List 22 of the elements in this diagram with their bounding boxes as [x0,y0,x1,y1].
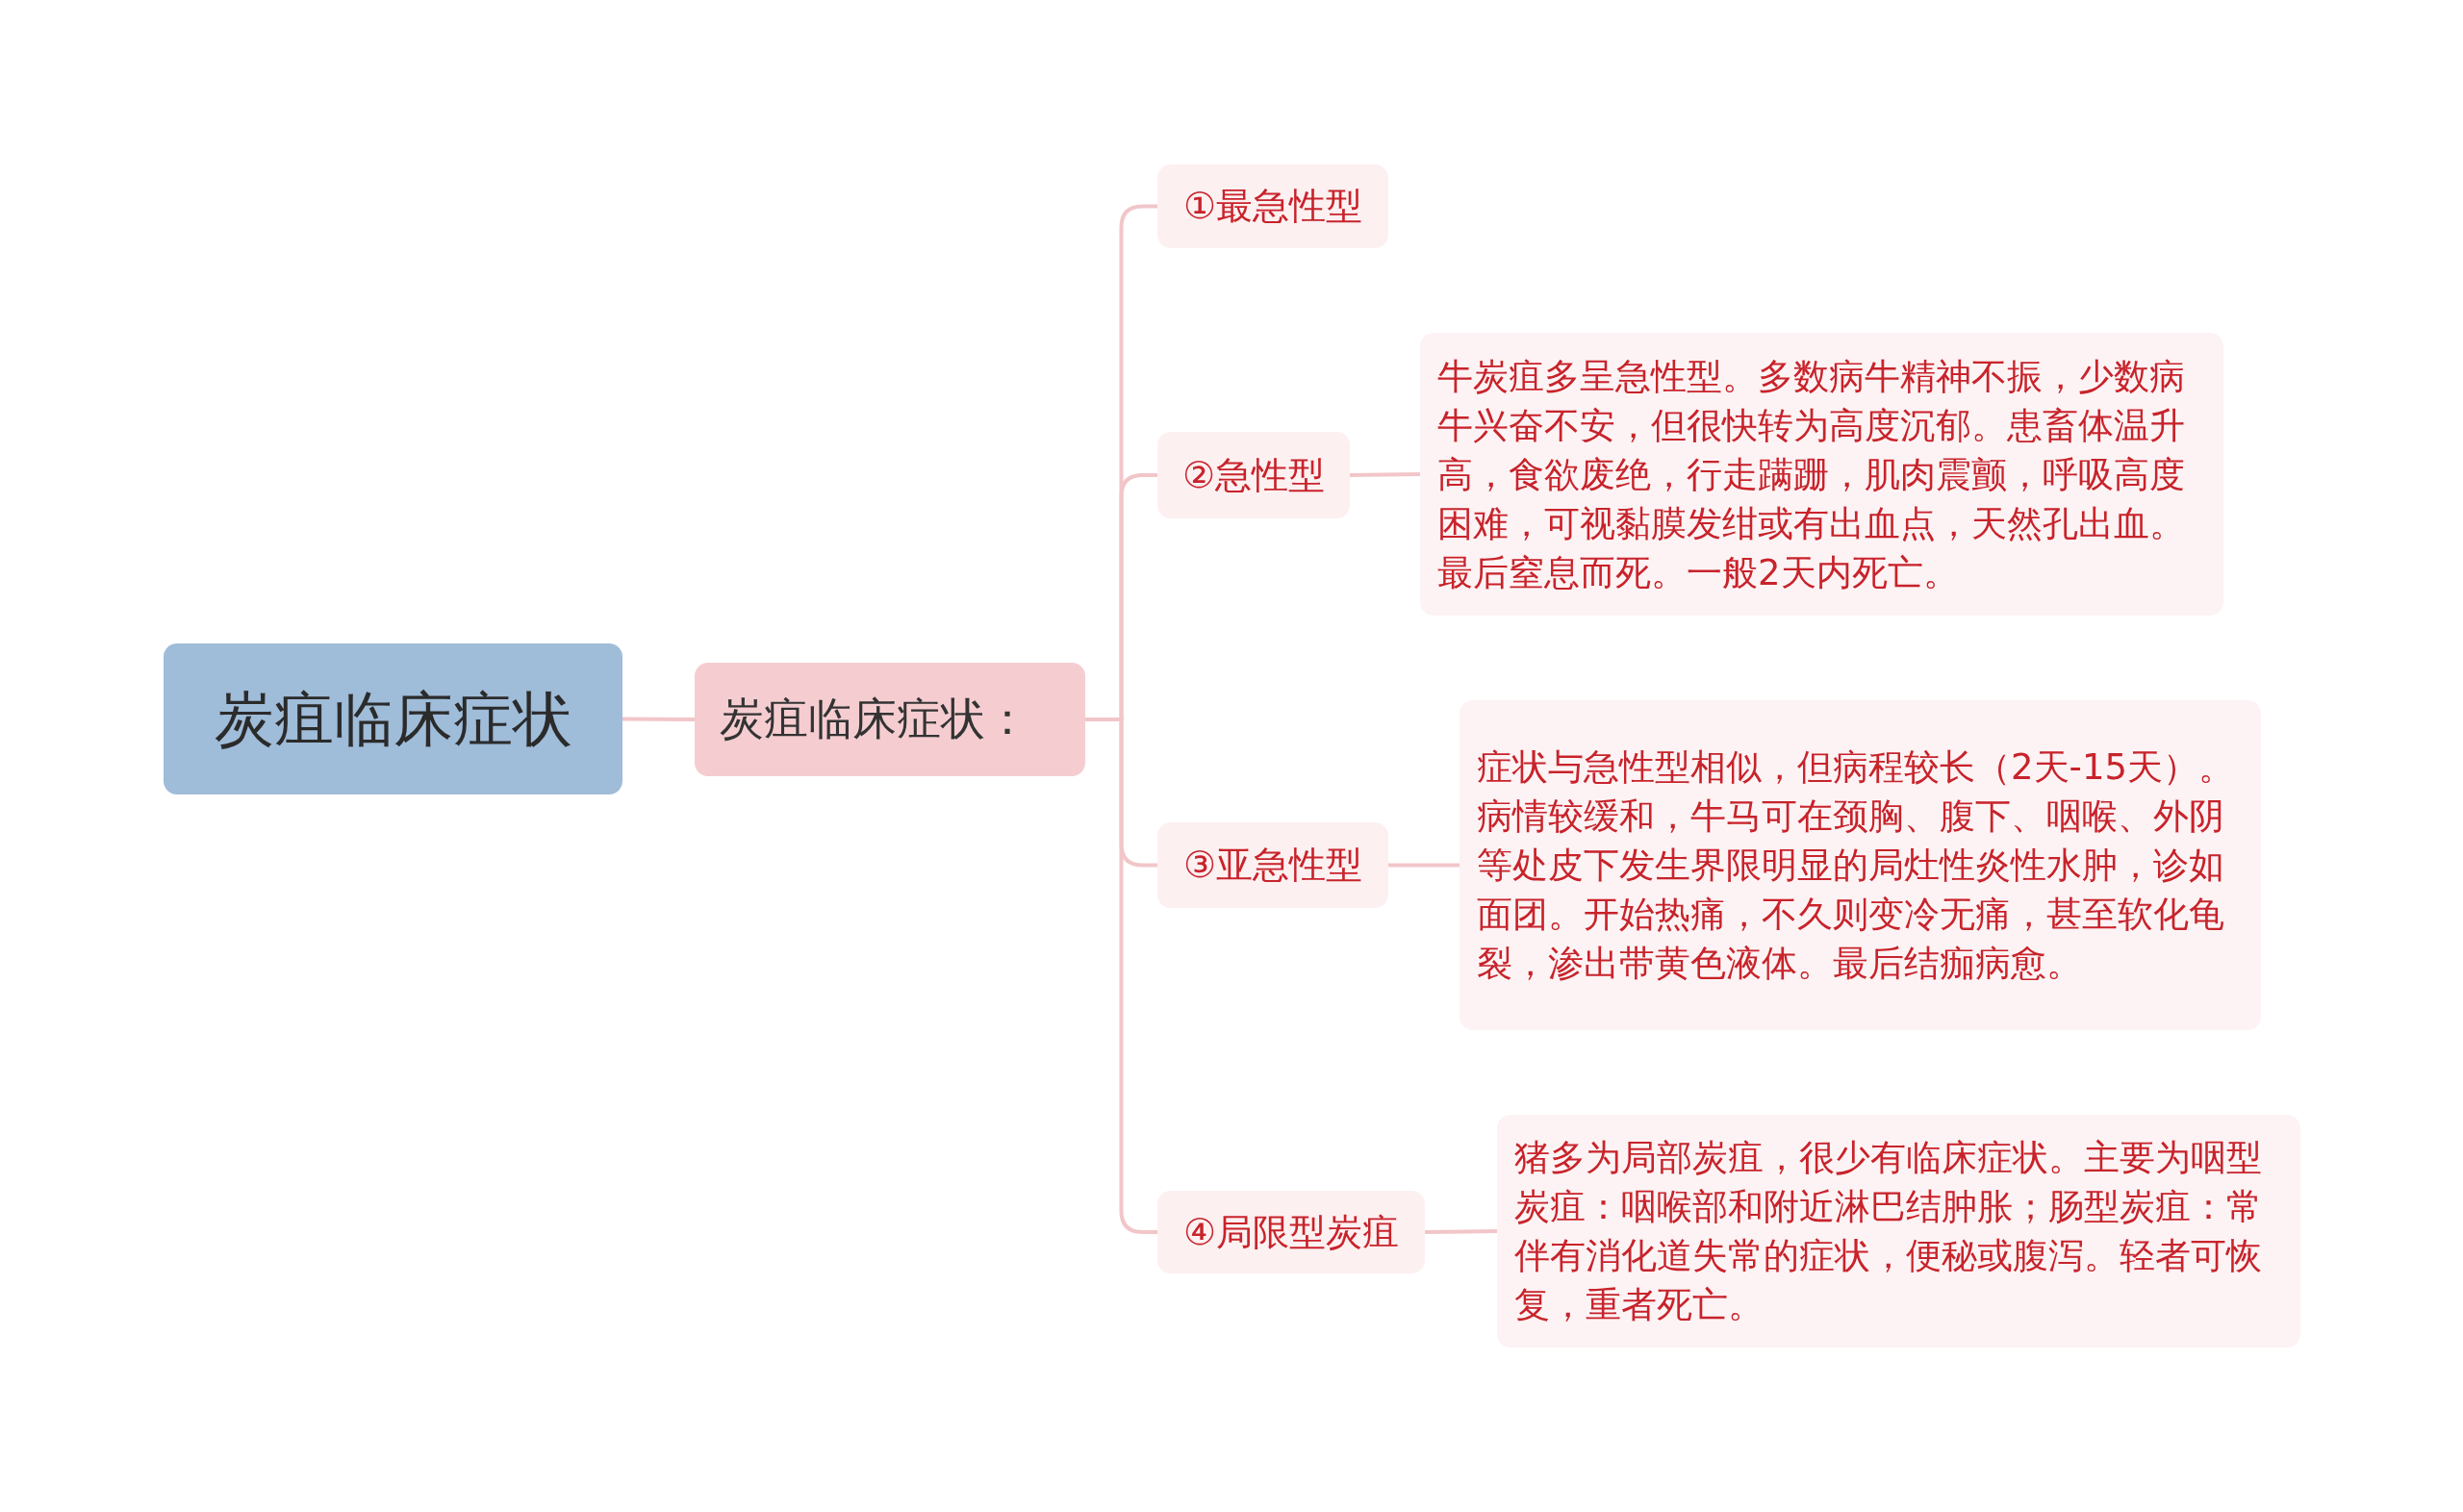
main-topic-box [695,663,1085,776]
subtopic-box [1157,1191,1425,1273]
connector-line [1388,863,1460,868]
topic-text: 猪多为局部炭疽，很少有临床症状。主要为咽型炭疽：咽喉部和附近淋巴结肿胀；肠型炭疽：常伴有消化道失常的症状，便秘或腹泻。轻者可恢复，重者死亡。 [1514,1136,2263,1327]
description-box [1460,700,2261,1030]
topic-text: ③亚急性型 [1182,843,1363,888]
root-topic-box [164,643,622,794]
topic-text: 症状与急性型相似，但病程较长（2天-15天）。病情较缓和，牛马可在颈胸、腹下、咽喉、外阴等处皮下发生界限明显的局灶性炎性水肿，诊如面团。开始热痛，不久则变冷无痛，甚至软化龟裂，渗出带黄色液体。最后结痂病愈。 [1477,745,2235,986]
description-box [1497,1115,2300,1348]
topic-text: 炭疽临床症状： [720,692,1029,746]
topic-text: 炭疽临床症状 [214,682,572,756]
connector-line [1424,1229,1498,1234]
topic-text: ①最急性型 [1182,184,1363,229]
topic-text: ④局限型炭疽 [1182,1209,1400,1255]
connector-line [1349,472,1421,477]
topic-text: 牛炭疽多呈急性型。多数病牛精神不振，少数病牛兴奋不安，但很快转为高度沉郁。患畜体温升高，食欲废绝，行走蹒跚，肌肉震颤，呼吸高度困难，可视黏膜发绀或有出血点，天然孔出血。最后窒息而死。一般2天内死亡。 [1437,354,2186,595]
subtopic-box [1157,164,1388,248]
connector-line [622,717,695,721]
description-box [1420,333,2223,616]
subtopic-box [1157,432,1350,518]
subtopic-box [1157,822,1388,908]
topic-text: ②急性型 [1181,452,1326,498]
